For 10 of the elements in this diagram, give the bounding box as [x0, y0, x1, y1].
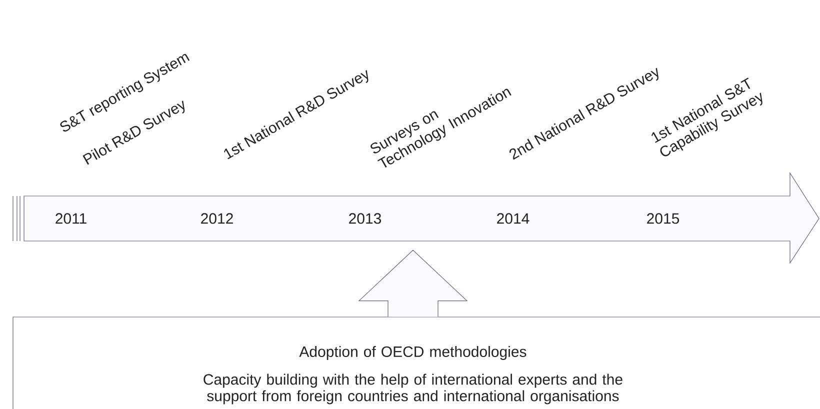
block-arrow — [358, 250, 468, 318]
panel-text: Adoption of OECD methodologies — [299, 346, 526, 360]
year-label: 2012 — [201, 213, 233, 224]
year-label: 2014 — [497, 213, 530, 224]
year-label: 2015 — [647, 213, 680, 224]
year-label: 2013 — [349, 213, 382, 224]
text-panel — [12, 316, 820, 409]
timeline-arrow — [12, 172, 820, 264]
panel-text: Capacity building with the help of international experts and the support from foreign countries and international organisations — [204, 374, 622, 404]
year-label: 2011 — [56, 213, 86, 224]
